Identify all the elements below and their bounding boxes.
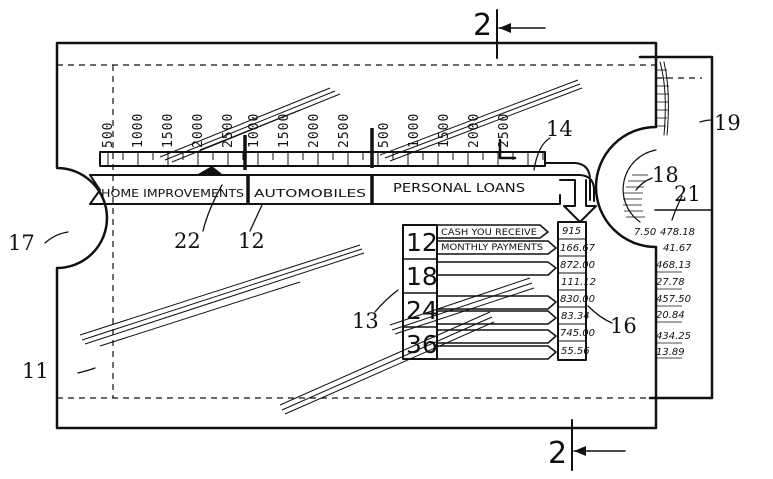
label-cash: CASH YOU RECEIVE — [441, 228, 537, 238]
pointer-head — [198, 166, 222, 174]
loan-type-band: HOME IMPROVEMENTS AUTOMOBILES PERSONAL L… — [89, 162, 595, 205]
loan-type-personal: PERSONAL LOANS — [393, 181, 525, 195]
cash-12: 915 — [562, 226, 581, 237]
section-marker-top: 2 — [473, 8, 546, 59]
insert-row-5: 457.50 — [656, 294, 691, 305]
cash-36: 745.00 — [560, 328, 595, 339]
scale-numbers: 500 1000 1500 2000 2500 1000 1500 2000 2500 500 10… — [101, 113, 512, 148]
insert-row-2: 41.67 — [663, 243, 692, 254]
term-24: 24 — [406, 296, 438, 325]
ref-21: 21 — [674, 182, 701, 206]
scale-number: 1500 — [277, 113, 292, 148]
term-36: 36 — [406, 330, 438, 359]
ref-22: 22 — [174, 229, 201, 253]
value-column: 915 166.67 872.00 111.12 830.00 83.34 74… — [557, 221, 596, 361]
insert-row-6: 20.84 — [656, 310, 685, 321]
cash-24: 830.00 — [560, 294, 595, 305]
insert-values: 7.50 478.18 41.67 468.13 27.78 457.50 20… — [634, 227, 695, 359]
card-outline — [55, 41, 658, 430]
section-marker-bottom: 2 — [548, 419, 626, 471]
cash-18: 872.00 — [560, 260, 595, 271]
scale-number: 2000 — [467, 113, 482, 148]
insert-row-3: 468.13 — [656, 260, 691, 271]
insert-row-4: 27.78 — [656, 277, 685, 288]
insert-row-7: 434.25 — [656, 331, 691, 342]
scale-number: 1500 — [437, 113, 452, 148]
monthly-36: 55.56 — [561, 346, 590, 357]
monthly-12: 166.67 — [560, 243, 596, 254]
monthly-24: 83.34 — [561, 311, 590, 322]
scale-number: 500 — [377, 122, 392, 148]
monthly-18: 111.12 — [561, 277, 596, 288]
scale-number: 500 — [101, 122, 116, 148]
right-notch-shading — [623, 174, 648, 218]
scale-number: 1000 — [131, 113, 146, 148]
insert-row-1b: 478.18 — [660, 227, 695, 238]
scale-number: 1000 — [247, 113, 262, 148]
insert-row-1a: 7.50 — [634, 227, 656, 238]
ref-18: 18 — [652, 163, 679, 187]
ref-14: 14 — [546, 117, 573, 141]
label-monthly: MONTHLY PAYMENTS — [441, 243, 543, 253]
scale-number: 2500 — [337, 113, 352, 148]
loan-type-auto: AUTOMOBILES — [254, 187, 366, 200]
ref-13: 13 — [352, 309, 379, 333]
scale-number: 1500 — [161, 113, 176, 148]
ref-16: 16 — [610, 314, 637, 338]
scale-number: 2000 — [191, 113, 206, 148]
leader-lines — [44, 119, 713, 374]
term-12: 12 — [406, 228, 438, 257]
selector-arrow — [559, 179, 597, 223]
ref-11: 11 — [22, 359, 49, 383]
scale-number: 1000 — [407, 113, 422, 148]
scale-number: 2500 — [221, 113, 236, 148]
term-18: 18 — [406, 262, 438, 291]
ref-17: 17 — [8, 231, 35, 255]
section-number-top: 2 — [473, 8, 492, 43]
section-number-bottom: 2 — [548, 436, 567, 471]
loan-type-home: HOME IMPROVEMENTS — [101, 187, 244, 200]
ref-12: 12 — [238, 229, 265, 253]
scale-strip — [99, 128, 546, 170]
section-lines — [57, 64, 702, 399]
insert-row-8: 13.89 — [656, 347, 685, 358]
scale-number: 2000 — [307, 113, 322, 148]
term-panel: 12 18 24 36 CASH YOU RECEIVE MONTHLY PAY… — [402, 224, 557, 360]
ref-19: 19 — [714, 111, 741, 135]
